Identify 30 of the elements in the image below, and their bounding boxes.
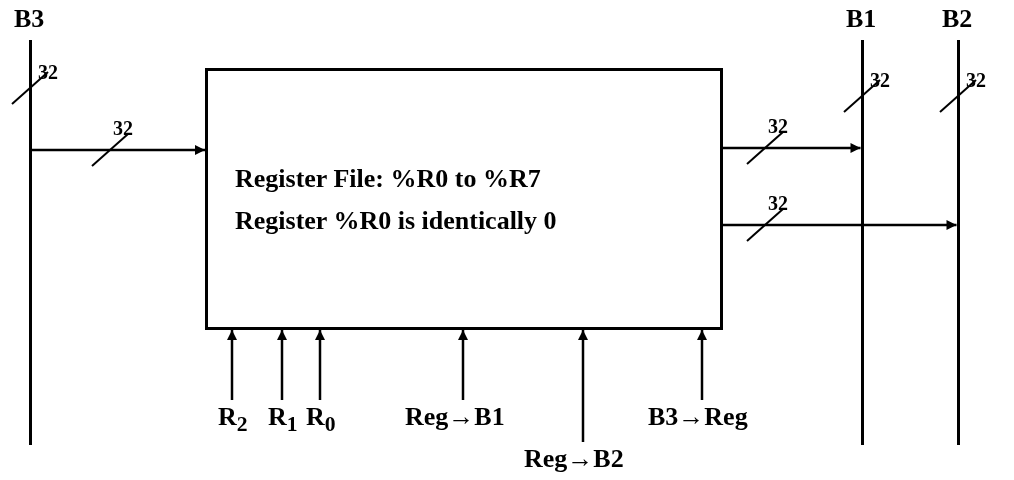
arrow: [315, 330, 325, 400]
bus-width-label: 32: [768, 193, 788, 213]
arrow: [31, 145, 205, 155]
bus-width-label: 32: [966, 70, 986, 90]
bus-width-label: 32: [113, 118, 133, 138]
control-signal-label: Reg→B2: [524, 446, 624, 472]
arrow: [578, 330, 588, 442]
arrow: [697, 330, 707, 400]
arrow: [277, 330, 287, 400]
bus-width-label: 32: [870, 70, 890, 90]
control-signal-label: R$_{0}$: [306, 404, 336, 436]
bus-line: [956, 40, 960, 445]
bus-name: B2: [942, 6, 973, 32]
arrow: [723, 220, 957, 230]
bus-name: B1: [846, 6, 877, 32]
control-signal-label: R$_{1}$: [268, 404, 298, 436]
register-file-box: [205, 68, 723, 330]
control-signal-label: Reg→B1: [405, 404, 505, 430]
box-text: Register %R0 is identically 0: [235, 208, 557, 234]
arrow: [458, 330, 468, 400]
bus-line: [860, 40, 864, 445]
control-signal-label: B3→Reg: [648, 404, 748, 430]
bus-width-label: 32: [768, 116, 788, 136]
bus-line: [28, 40, 32, 445]
arrow: [723, 143, 861, 153]
arrow: [227, 330, 237, 400]
bus-width-label: 32: [38, 62, 58, 82]
box-text: Register File: %R0 to %R7: [235, 166, 541, 192]
control-signal-label: R$_{2}$: [218, 404, 248, 436]
bus-name: B3: [14, 6, 45, 32]
